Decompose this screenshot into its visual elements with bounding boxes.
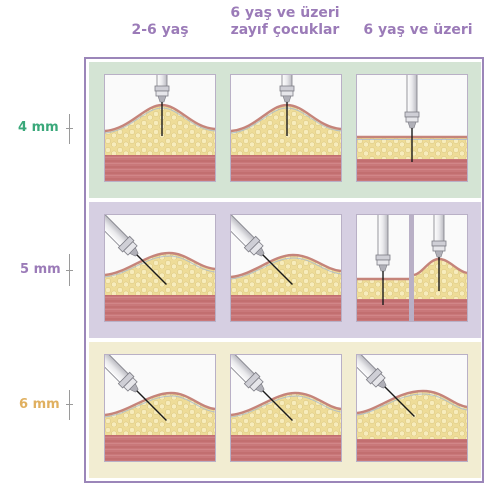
fat-layer <box>105 105 215 155</box>
column-header-3: 6 yaş ve üzeri <box>348 22 488 39</box>
muscle-layer <box>231 433 341 461</box>
row-bracket-4mm-mark <box>66 128 73 129</box>
fat-layer <box>357 391 467 439</box>
panel-divider <box>409 215 414 321</box>
skin-line <box>357 389 467 415</box>
fat-layer <box>231 255 341 295</box>
muscle-layer <box>357 437 467 461</box>
row-label-4mm: 4 mm <box>18 120 59 135</box>
column-header-1: 2-6 yaş <box>110 22 210 39</box>
skin-line <box>231 253 341 279</box>
column-header-2-line1: 6 yaş ve üzeri <box>230 5 340 21</box>
muscle-layer <box>105 433 215 461</box>
panel-4mm-6plus <box>356 74 468 182</box>
panel-6mm-thin <box>230 354 342 462</box>
panel-5mm-2-6 <box>104 214 216 322</box>
panel-4mm-2-6 <box>104 74 216 182</box>
muscle-layer <box>231 293 341 321</box>
panel-5mm-thin <box>230 214 342 322</box>
diagram-frame <box>84 57 484 483</box>
row-label-6mm: 6 mm <box>19 397 60 412</box>
muscle-layer <box>105 293 215 321</box>
column-header-1-line1: 2-6 yaş <box>131 22 189 38</box>
skin-line <box>105 251 215 277</box>
row-bracket-6mm <box>69 390 70 420</box>
panel-5mm-6plus <box>356 214 468 322</box>
column-header-2: 6 yaş ve üzeri zayıf çocuklar <box>215 5 355 39</box>
row-bracket-4mm <box>69 114 70 144</box>
fat-layer <box>105 253 215 295</box>
muscle-layer <box>105 153 215 181</box>
skin-line <box>105 391 215 417</box>
panel-6mm-2-6 <box>104 354 216 462</box>
panel-6mm-6plus <box>356 354 468 462</box>
fat-layer <box>231 105 341 155</box>
row-bracket-6mm-mark <box>66 404 73 405</box>
panel-4mm-thin <box>230 74 342 182</box>
muscle-layer <box>231 153 341 181</box>
column-header-3-line1: 6 yaş ve üzeri <box>363 22 473 38</box>
skin-line <box>231 391 341 417</box>
column-header-2-line2: zayıf çocuklar <box>230 22 340 38</box>
row-label-5mm: 5 mm <box>20 262 61 277</box>
row-bracket-5mm-mark <box>66 270 73 271</box>
